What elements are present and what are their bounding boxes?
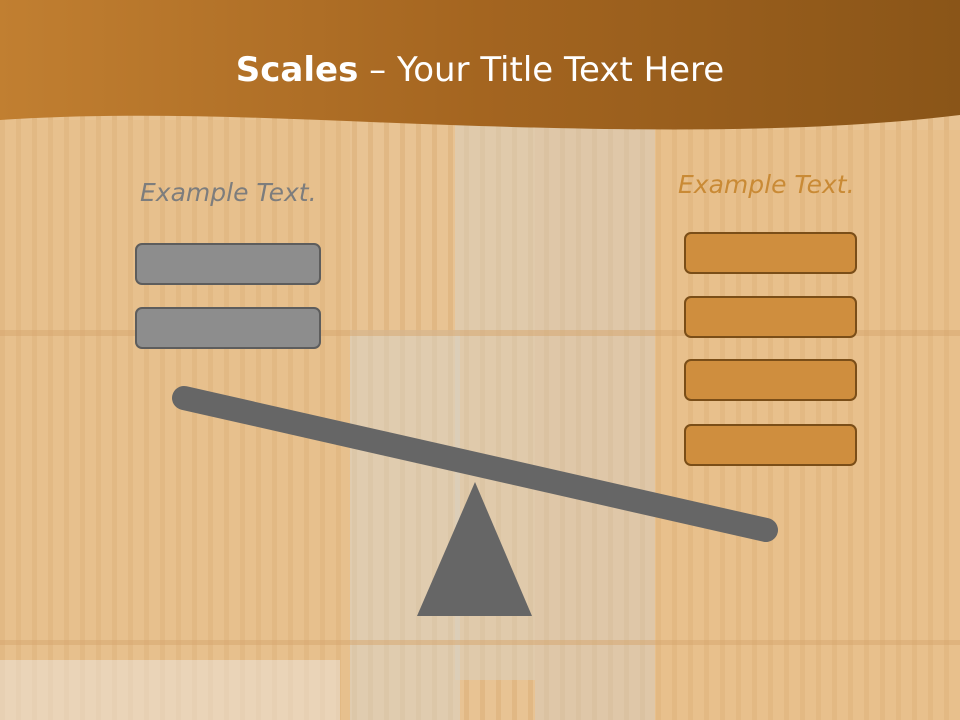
title-bold: Scales [235, 50, 359, 90]
right-text-box-3 [684, 359, 857, 401]
right-text-box-4 [684, 424, 857, 466]
right-text-box-2 [684, 296, 857, 338]
left-text-box-1 [135, 243, 321, 285]
left-example-label: Example Text. [140, 178, 317, 207]
title-rest: – Your Title Text Here [358, 50, 725, 90]
fulcrum-triangle [417, 482, 532, 616]
slide-title: Scales – Your Title Text Here [0, 50, 960, 90]
right-example-label: Example Text. [678, 170, 855, 199]
balance-beam [172, 386, 778, 542]
left-text-box-2 [135, 307, 321, 349]
right-text-box-1 [684, 232, 857, 274]
